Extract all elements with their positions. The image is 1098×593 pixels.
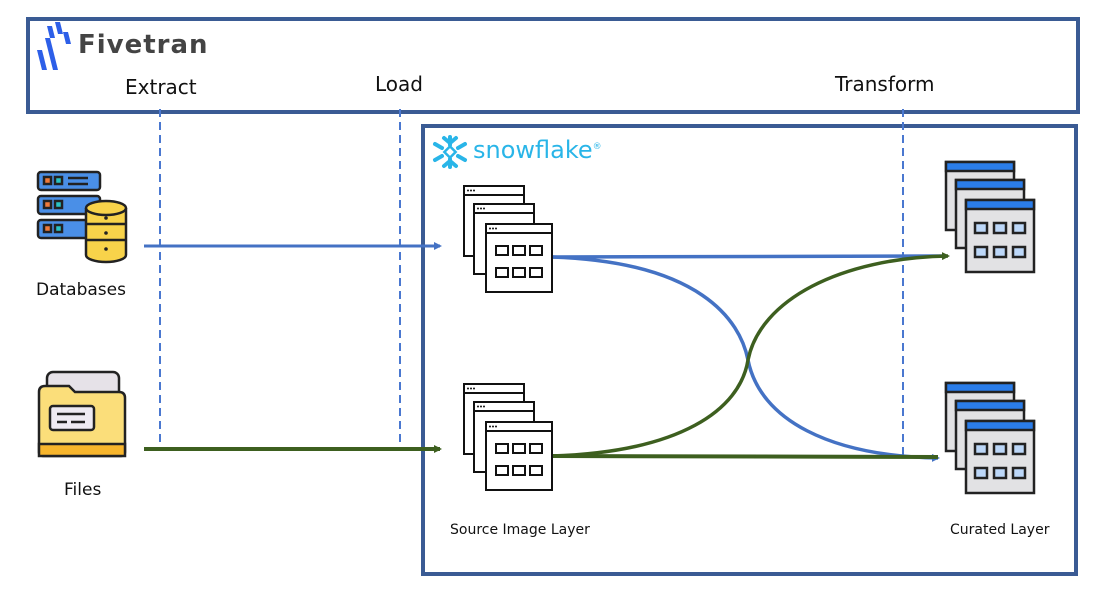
green-straight-transform — [551, 454, 939, 459]
files-label: Files — [64, 480, 102, 500]
curated-table-stack-bottom-icon — [944, 381, 1036, 495]
green-cross-transform — [551, 252, 950, 458]
source-table-stack-top-icon — [463, 185, 553, 293]
registered-mark: ® — [592, 142, 602, 152]
blue-cross-transform — [551, 255, 940, 462]
fivetran-logo-icon — [37, 22, 71, 70]
blue-straight-transform — [551, 254, 946, 259]
snowflake-brand-text: snowflake — [473, 136, 593, 164]
folder-icon — [37, 370, 127, 458]
stage-load-label: Load — [375, 72, 423, 96]
stage-transform-label: Transform — [835, 72, 935, 96]
source-layer-label: Source Image Layer — [450, 522, 590, 538]
database-server-icon — [36, 170, 128, 264]
fivetran-brand: Fivetran — [78, 30, 209, 60]
source-table-stack-bottom-icon — [463, 383, 553, 491]
snowflake-brand: snowflake® — [473, 136, 602, 164]
snowflake-frame — [421, 124, 1078, 576]
stage-extract-label: Extract — [125, 75, 197, 99]
snowflake-logo-icon — [433, 135, 467, 169]
fivetran-frame — [26, 17, 1080, 114]
databases-label: Databases — [36, 280, 126, 300]
curated-table-stack-top-icon — [944, 160, 1036, 274]
curated-layer-label: Curated Layer — [950, 522, 1050, 538]
